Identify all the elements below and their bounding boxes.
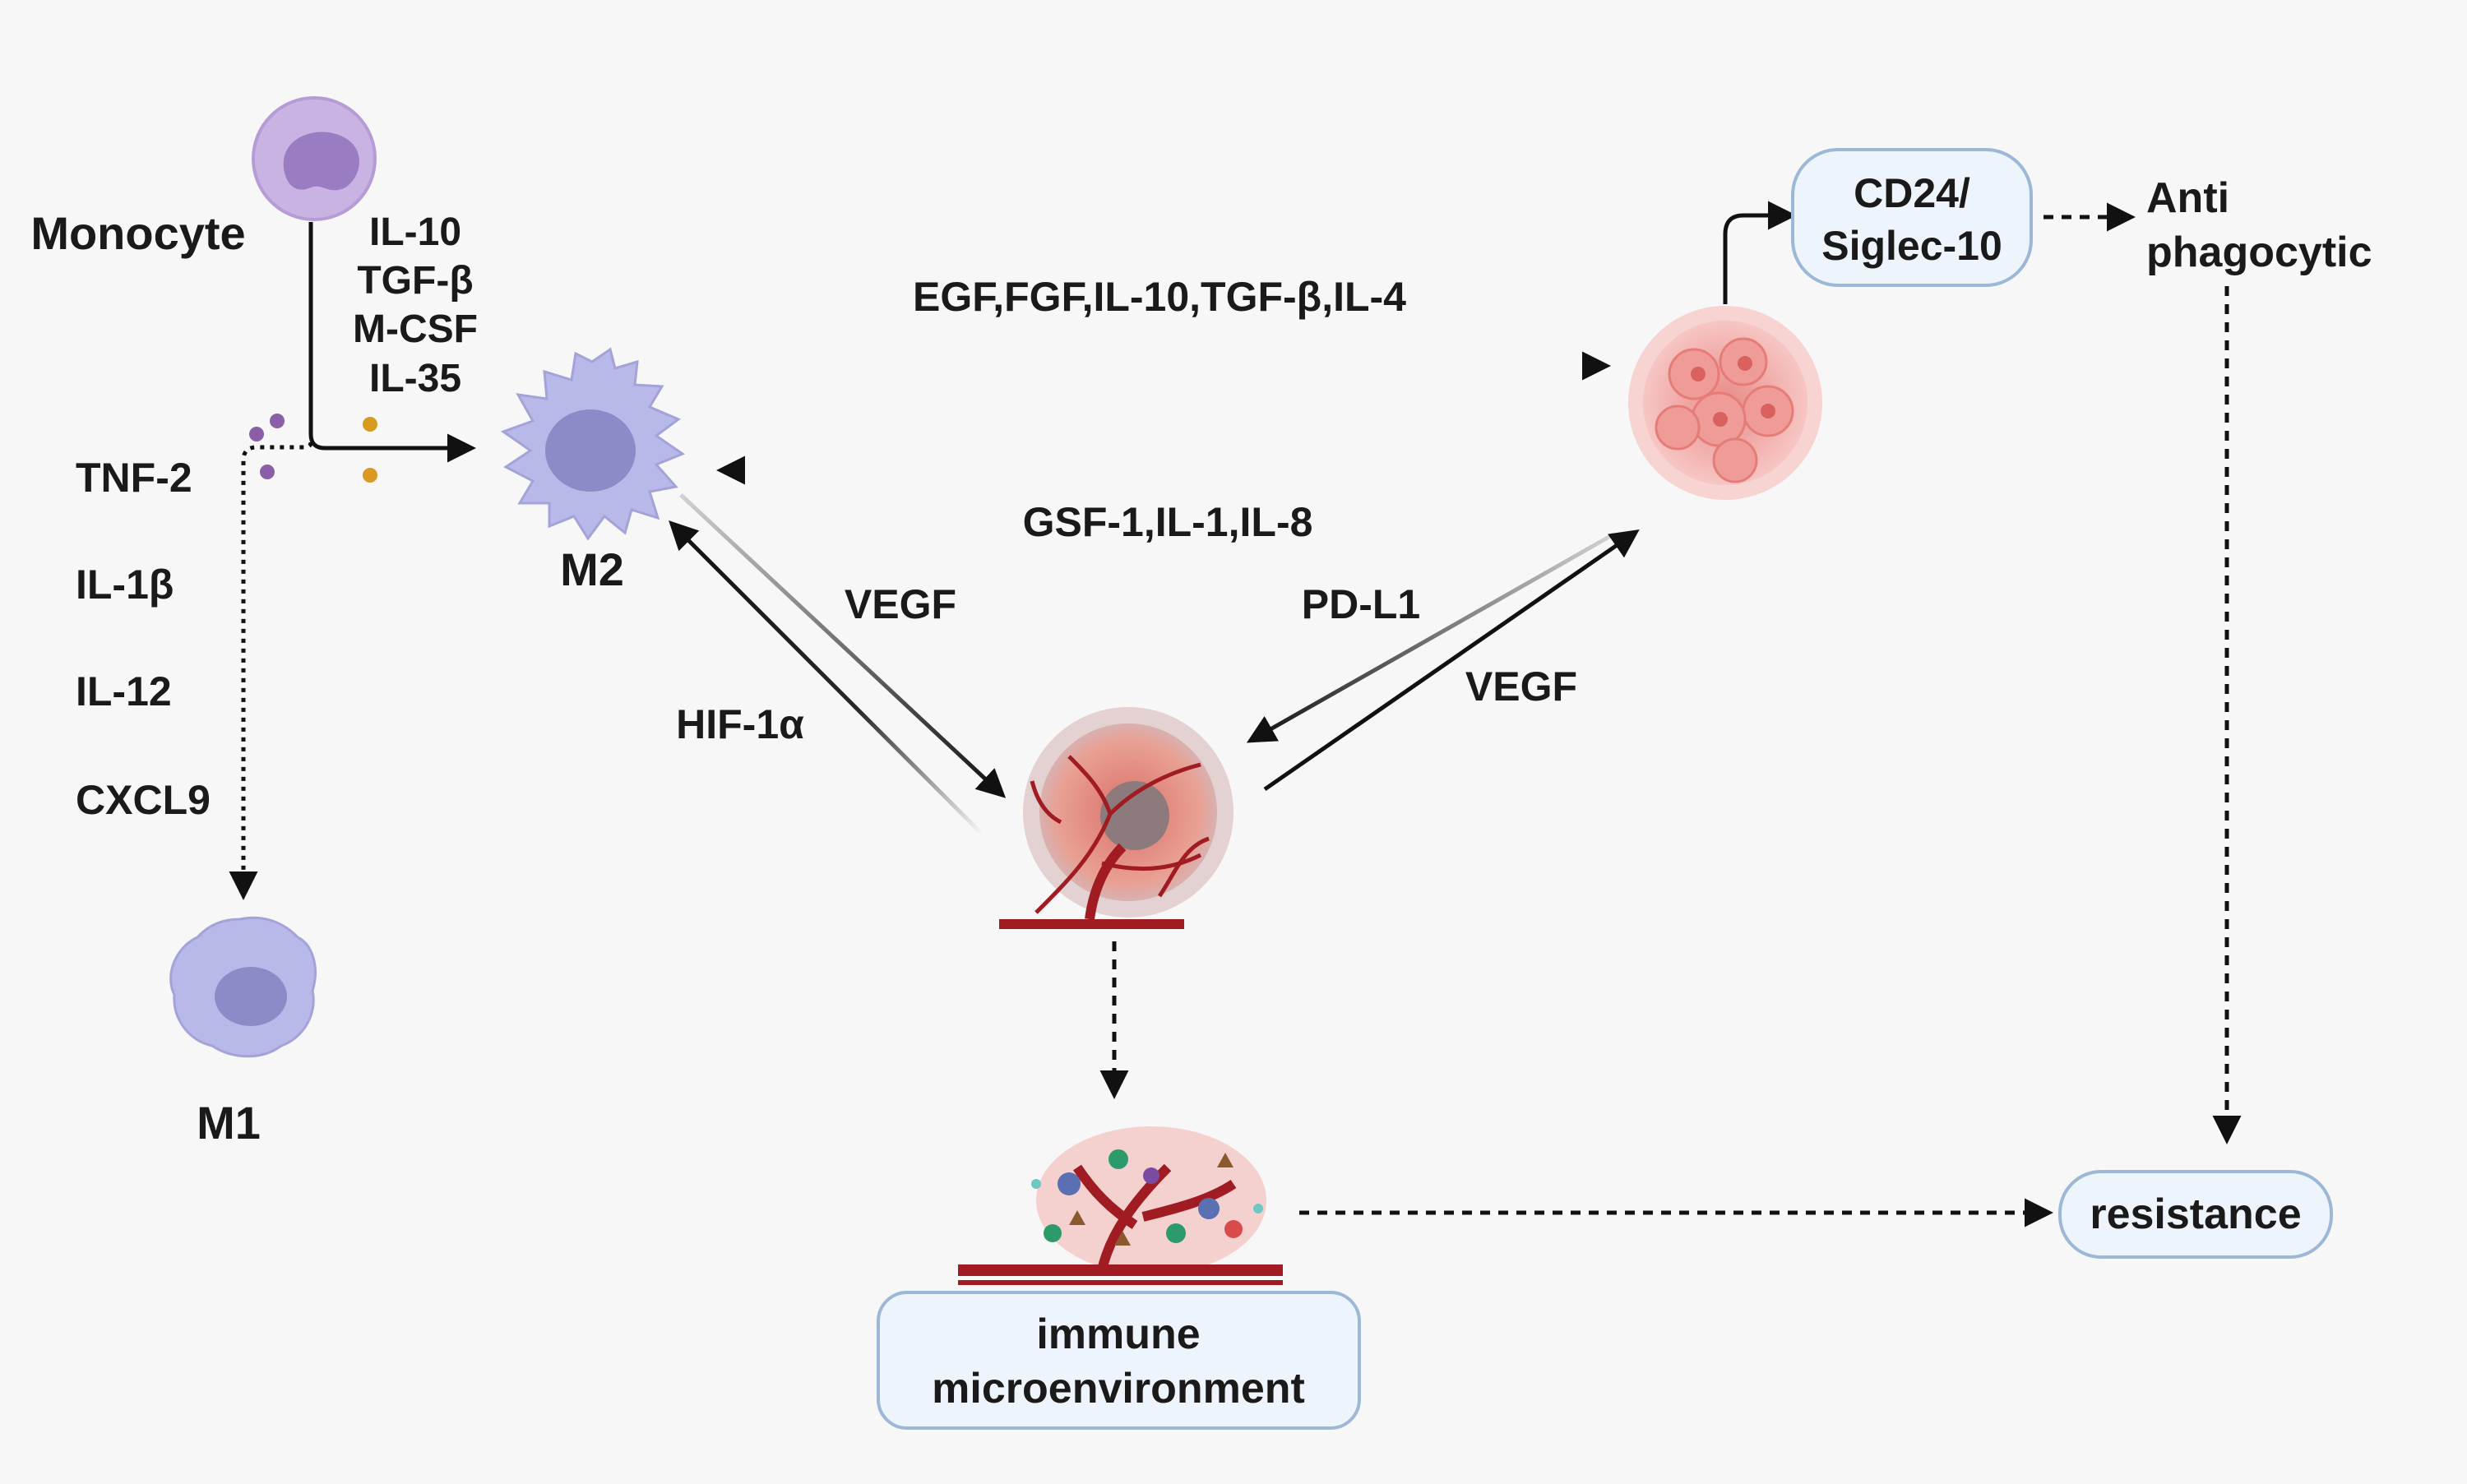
monocyte-to-m2-arrow <box>308 222 476 463</box>
m2-to-vessel-arrow <box>679 493 1007 798</box>
m1-label: M1 <box>197 1097 261 1149</box>
tumor-to-vessel-arrow <box>1246 532 1615 743</box>
tumor-to-m2-label: GSF-1,IL-1,IL-8 <box>1023 499 1313 545</box>
m1-cytokine: TNF-2 <box>76 455 192 501</box>
m2-cytokine: IL-10 <box>369 210 461 254</box>
m1-cytokine: IL-12 <box>76 668 172 714</box>
m2-cytokine: TGF-β <box>357 259 473 303</box>
monocyte-label: Monocyte <box>30 207 245 259</box>
tumor-to-cd24-arrow <box>1723 201 1797 304</box>
cd24-line1: CD24/ <box>1854 170 1970 216</box>
cd24-line2: Siglec-10 <box>1821 223 2002 269</box>
monocyte-to-m1-arrow <box>229 442 313 900</box>
tumor-to-vessel-label: PD-L1 <box>1302 581 1420 627</box>
m1-macrophage-cell <box>169 916 317 1058</box>
m2-cytokine: IL-35 <box>369 357 461 400</box>
vascular-tumor <box>999 707 1234 929</box>
m2-to-tumor-label: EGF,FGF,IL-10,TGF-β,IL-4 <box>913 274 1406 320</box>
vessel-to-tumor-label: VEGF <box>1465 663 1577 710</box>
tumor-cell-cluster <box>1628 306 1822 500</box>
m1-cytokine: CXCL9 <box>76 777 211 823</box>
m2-cytokine: M-CSF <box>353 307 478 351</box>
m2-to-vessel-label: VEGF <box>845 581 956 627</box>
immune-microenvironment-box: immune microenvironment <box>877 1291 1361 1430</box>
vessel-to-m2-label: HIF-1α <box>676 701 804 747</box>
cd24-siglec10-box: CD24/ Siglec-10 <box>1791 148 2033 287</box>
m2-cytokine-list: IL-10 TGF-β M-CSF IL-35 <box>353 210 478 400</box>
resistance-label: resistance <box>2090 1190 2301 1238</box>
m2-label: M2 <box>560 543 624 595</box>
vessel-to-tumor-arrow <box>1263 529 1640 792</box>
anti-line1: Anti <box>2146 174 2229 222</box>
vessel-to-m2-arrow <box>669 520 987 839</box>
m1-cytokine-list: TNF-2 IL-1β IL-12 CXCL9 <box>76 455 211 823</box>
immune-microenvironment-illustration <box>958 1126 1283 1285</box>
anti-line2: phagocytic <box>2146 229 2372 276</box>
m1-cytokine: IL-1β <box>76 562 174 608</box>
monocyte-cell <box>252 96 377 221</box>
m2-macrophage-cell <box>500 347 686 541</box>
resistance-box: resistance <box>2058 1170 2333 1259</box>
cytokine-dots <box>249 414 377 483</box>
immune-line2: microenvironment <box>932 1365 1305 1412</box>
immune-line1: immune <box>1036 1311 1200 1358</box>
